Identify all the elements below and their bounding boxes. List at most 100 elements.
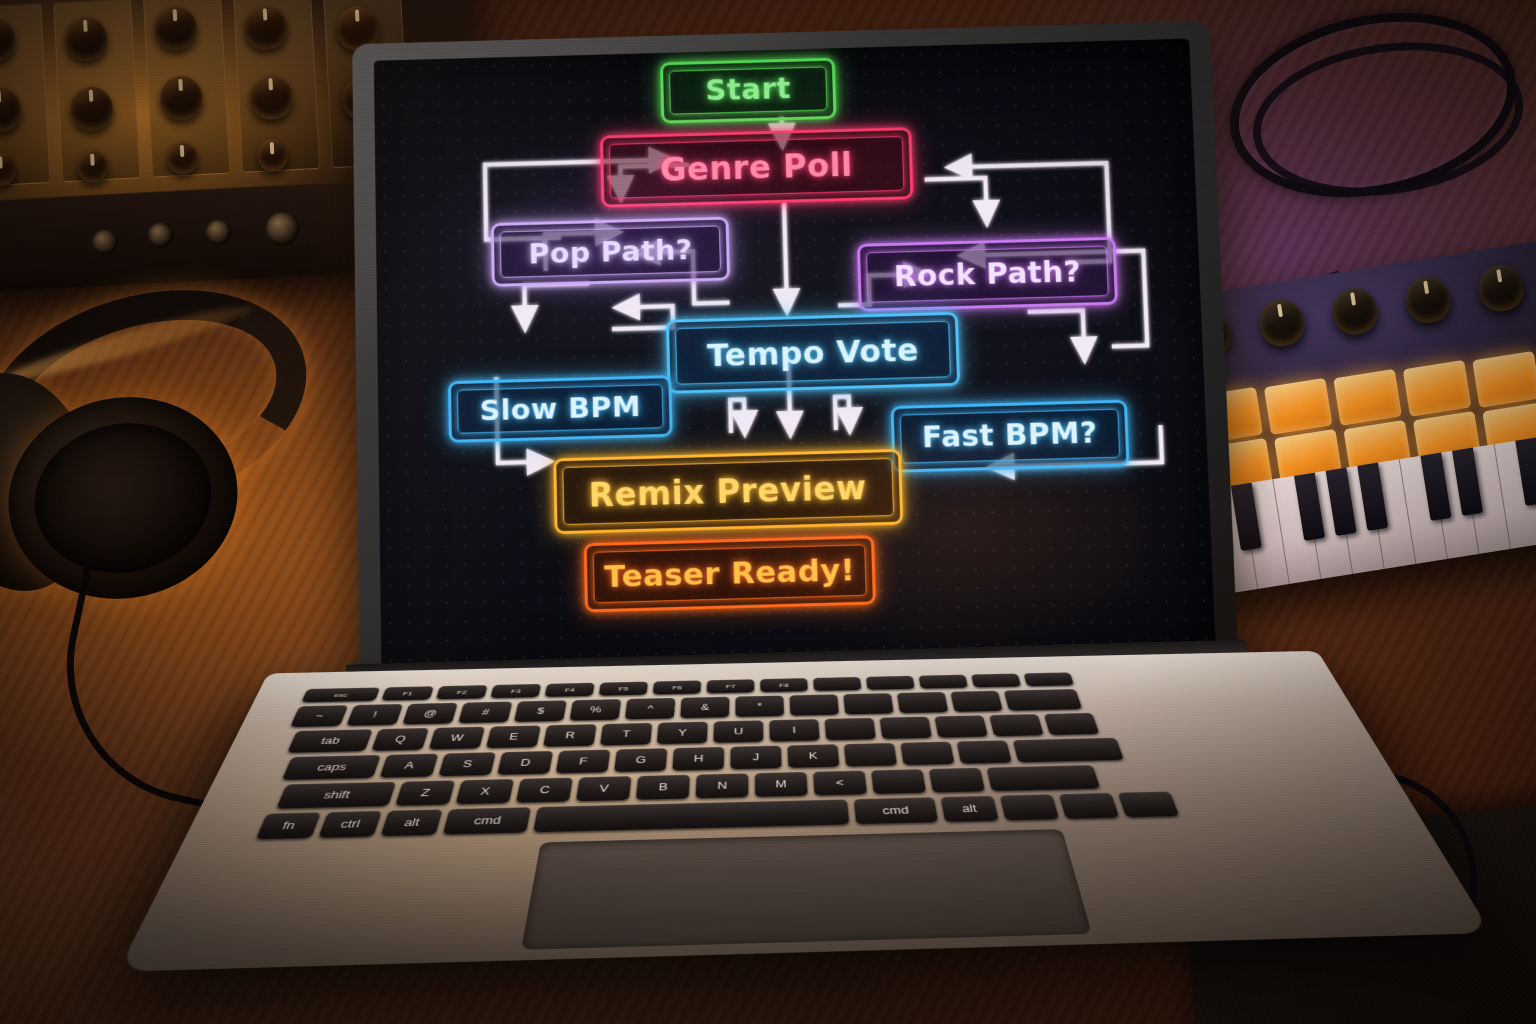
key-f5[interactable]: F5 — [598, 681, 648, 696]
key-tab[interactable]: tab — [287, 729, 373, 753]
key-h[interactable]: H — [672, 746, 725, 771]
key-delete[interactable] — [1003, 689, 1083, 711]
key-option-right[interactable]: alt — [940, 795, 999, 822]
flow-node-genre-poll[interactable]: Genre Poll — [599, 127, 914, 208]
key-comma[interactable]: < — [813, 770, 867, 796]
key-g[interactable]: G — [614, 748, 668, 772]
laptop[interactable]: Start Genre Poll Pop Path? Rock Path? Te… — [250, 14, 1310, 1024]
key-f7[interactable]: F7 — [706, 679, 755, 694]
flow-node-fast-bpm[interactable]: Fast BPM? — [890, 400, 1130, 473]
flow-node-slow-bpm[interactable]: Slow BPM — [448, 374, 673, 443]
key-4[interactable]: $ — [513, 700, 567, 722]
key-bracket-right[interactable] — [989, 714, 1044, 737]
key-minus[interactable] — [896, 691, 949, 714]
key-tilde[interactable]: ~ — [290, 705, 349, 727]
key-f[interactable]: F — [555, 749, 611, 774]
key-u[interactable]: U — [713, 720, 764, 743]
flow-node-pop-path[interactable]: Pop Path? — [490, 216, 731, 287]
key-i[interactable]: I — [769, 719, 820, 742]
key-0[interactable] — [843, 693, 894, 715]
key-period[interactable] — [871, 769, 927, 794]
midi-drum-pad[interactable] — [1472, 350, 1536, 408]
key-f4[interactable]: F4 — [544, 682, 595, 697]
laptop-keyboard[interactable]: esc F1 F2 F3 F4 F5 F6 F7 F8 ~ — [241, 668, 1362, 840]
key-k[interactable]: K — [787, 744, 840, 768]
key-f9[interactable] — [813, 676, 862, 691]
key-f11[interactable] — [918, 674, 968, 689]
key-e[interactable]: E — [485, 725, 541, 749]
mixer-jack[interactable] — [91, 228, 119, 256]
key-1[interactable]: ! — [346, 703, 404, 726]
mixer-jack[interactable] — [204, 218, 233, 246]
key-return[interactable] — [1012, 737, 1124, 763]
key-r[interactable]: R — [543, 724, 597, 747]
laptop-screen[interactable]: Start Genre Poll Pop Path? Rock Path? Te… — [374, 39, 1217, 690]
flow-node-teaser-ready[interactable]: Teaser Ready! — [583, 535, 877, 613]
key-arrow-up-down[interactable] — [1058, 792, 1120, 819]
key-q[interactable]: Q — [371, 727, 429, 751]
midi-knob[interactable] — [1402, 273, 1454, 326]
key-7[interactable]: & — [680, 696, 730, 719]
key-shift-left[interactable]: shift — [276, 781, 397, 809]
key-5[interactable]: % — [569, 699, 622, 721]
key-2[interactable]: @ — [402, 702, 458, 725]
key-y[interactable]: Y — [656, 721, 708, 745]
key-command-left[interactable]: cmd — [442, 807, 532, 835]
key-o[interactable] — [824, 717, 876, 741]
key-6[interactable]: ^ — [624, 697, 676, 720]
key-s[interactable]: S — [438, 752, 496, 777]
key-j[interactable]: J — [730, 745, 782, 770]
key-quote[interactable] — [956, 740, 1012, 764]
mixer-knob[interactable] — [76, 149, 109, 184]
key-c[interactable]: C — [515, 777, 573, 803]
midi-knob[interactable] — [1329, 285, 1381, 338]
midi-drum-pad[interactable] — [1333, 368, 1403, 426]
key-l[interactable] — [843, 742, 898, 767]
key-m[interactable]: M — [754, 771, 808, 797]
laptop-base[interactable]: esc F1 F2 F3 F4 F5 F6 F7 F8 ~ — [117, 650, 1492, 972]
key-n[interactable]: N — [695, 773, 749, 799]
key-shift-right[interactable] — [986, 765, 1101, 792]
key-v[interactable]: V — [575, 776, 632, 802]
key-bracket-left[interactable] — [934, 715, 988, 738]
key-power[interactable] — [1023, 672, 1075, 687]
key-semicolon[interactable] — [900, 741, 955, 766]
key-p[interactable] — [879, 716, 932, 739]
key-control[interactable]: ctrl — [318, 810, 382, 838]
laptop-trackpad[interactable] — [521, 829, 1092, 950]
flow-node-rock-path[interactable]: Rock Path? — [856, 237, 1119, 312]
key-9[interactable] — [789, 694, 839, 716]
key-f10[interactable] — [865, 675, 915, 690]
key-slash[interactable] — [928, 767, 986, 793]
key-f2[interactable]: F2 — [435, 685, 488, 700]
key-d[interactable]: D — [497, 750, 554, 775]
key-esc[interactable]: esc — [301, 687, 381, 703]
mixer-knob[interactable] — [166, 141, 199, 175]
flow-node-tempo-vote[interactable]: Tempo Vote — [665, 311, 961, 394]
key-w[interactable]: W — [428, 726, 485, 750]
key-backslash[interactable] — [1043, 712, 1100, 735]
key-f1[interactable]: F1 — [381, 686, 434, 701]
key-b[interactable]: B — [635, 774, 690, 800]
key-command-right[interactable]: cmd — [853, 797, 939, 825]
key-fn[interactable]: fn — [255, 812, 322, 840]
flow-node-remix-preview[interactable]: Remix Preview — [552, 448, 903, 535]
key-arrow-left[interactable] — [999, 794, 1060, 821]
key-3[interactable]: # — [458, 701, 513, 724]
key-f8[interactable]: F8 — [760, 678, 808, 693]
key-arrow-right[interactable] — [1117, 791, 1180, 818]
flow-node-start[interactable]: Start — [659, 57, 837, 124]
key-spacebar[interactable] — [533, 799, 850, 833]
key-f6[interactable]: F6 — [652, 680, 702, 695]
key-equals[interactable] — [950, 690, 1003, 712]
key-f12[interactable] — [971, 673, 1022, 688]
midi-knob[interactable] — [1475, 261, 1527, 315]
mixer-jack[interactable] — [146, 221, 175, 249]
key-option[interactable]: alt — [380, 809, 443, 837]
key-8[interactable]: * — [735, 695, 785, 717]
key-capslock[interactable]: caps — [281, 754, 381, 780]
key-x[interactable]: X — [455, 778, 515, 805]
flowchart-canvas[interactable]: Start Genre Poll Pop Path? Rock Path? Te… — [374, 39, 1217, 690]
key-t[interactable]: T — [599, 722, 653, 746]
key-z[interactable]: Z — [395, 780, 456, 806]
